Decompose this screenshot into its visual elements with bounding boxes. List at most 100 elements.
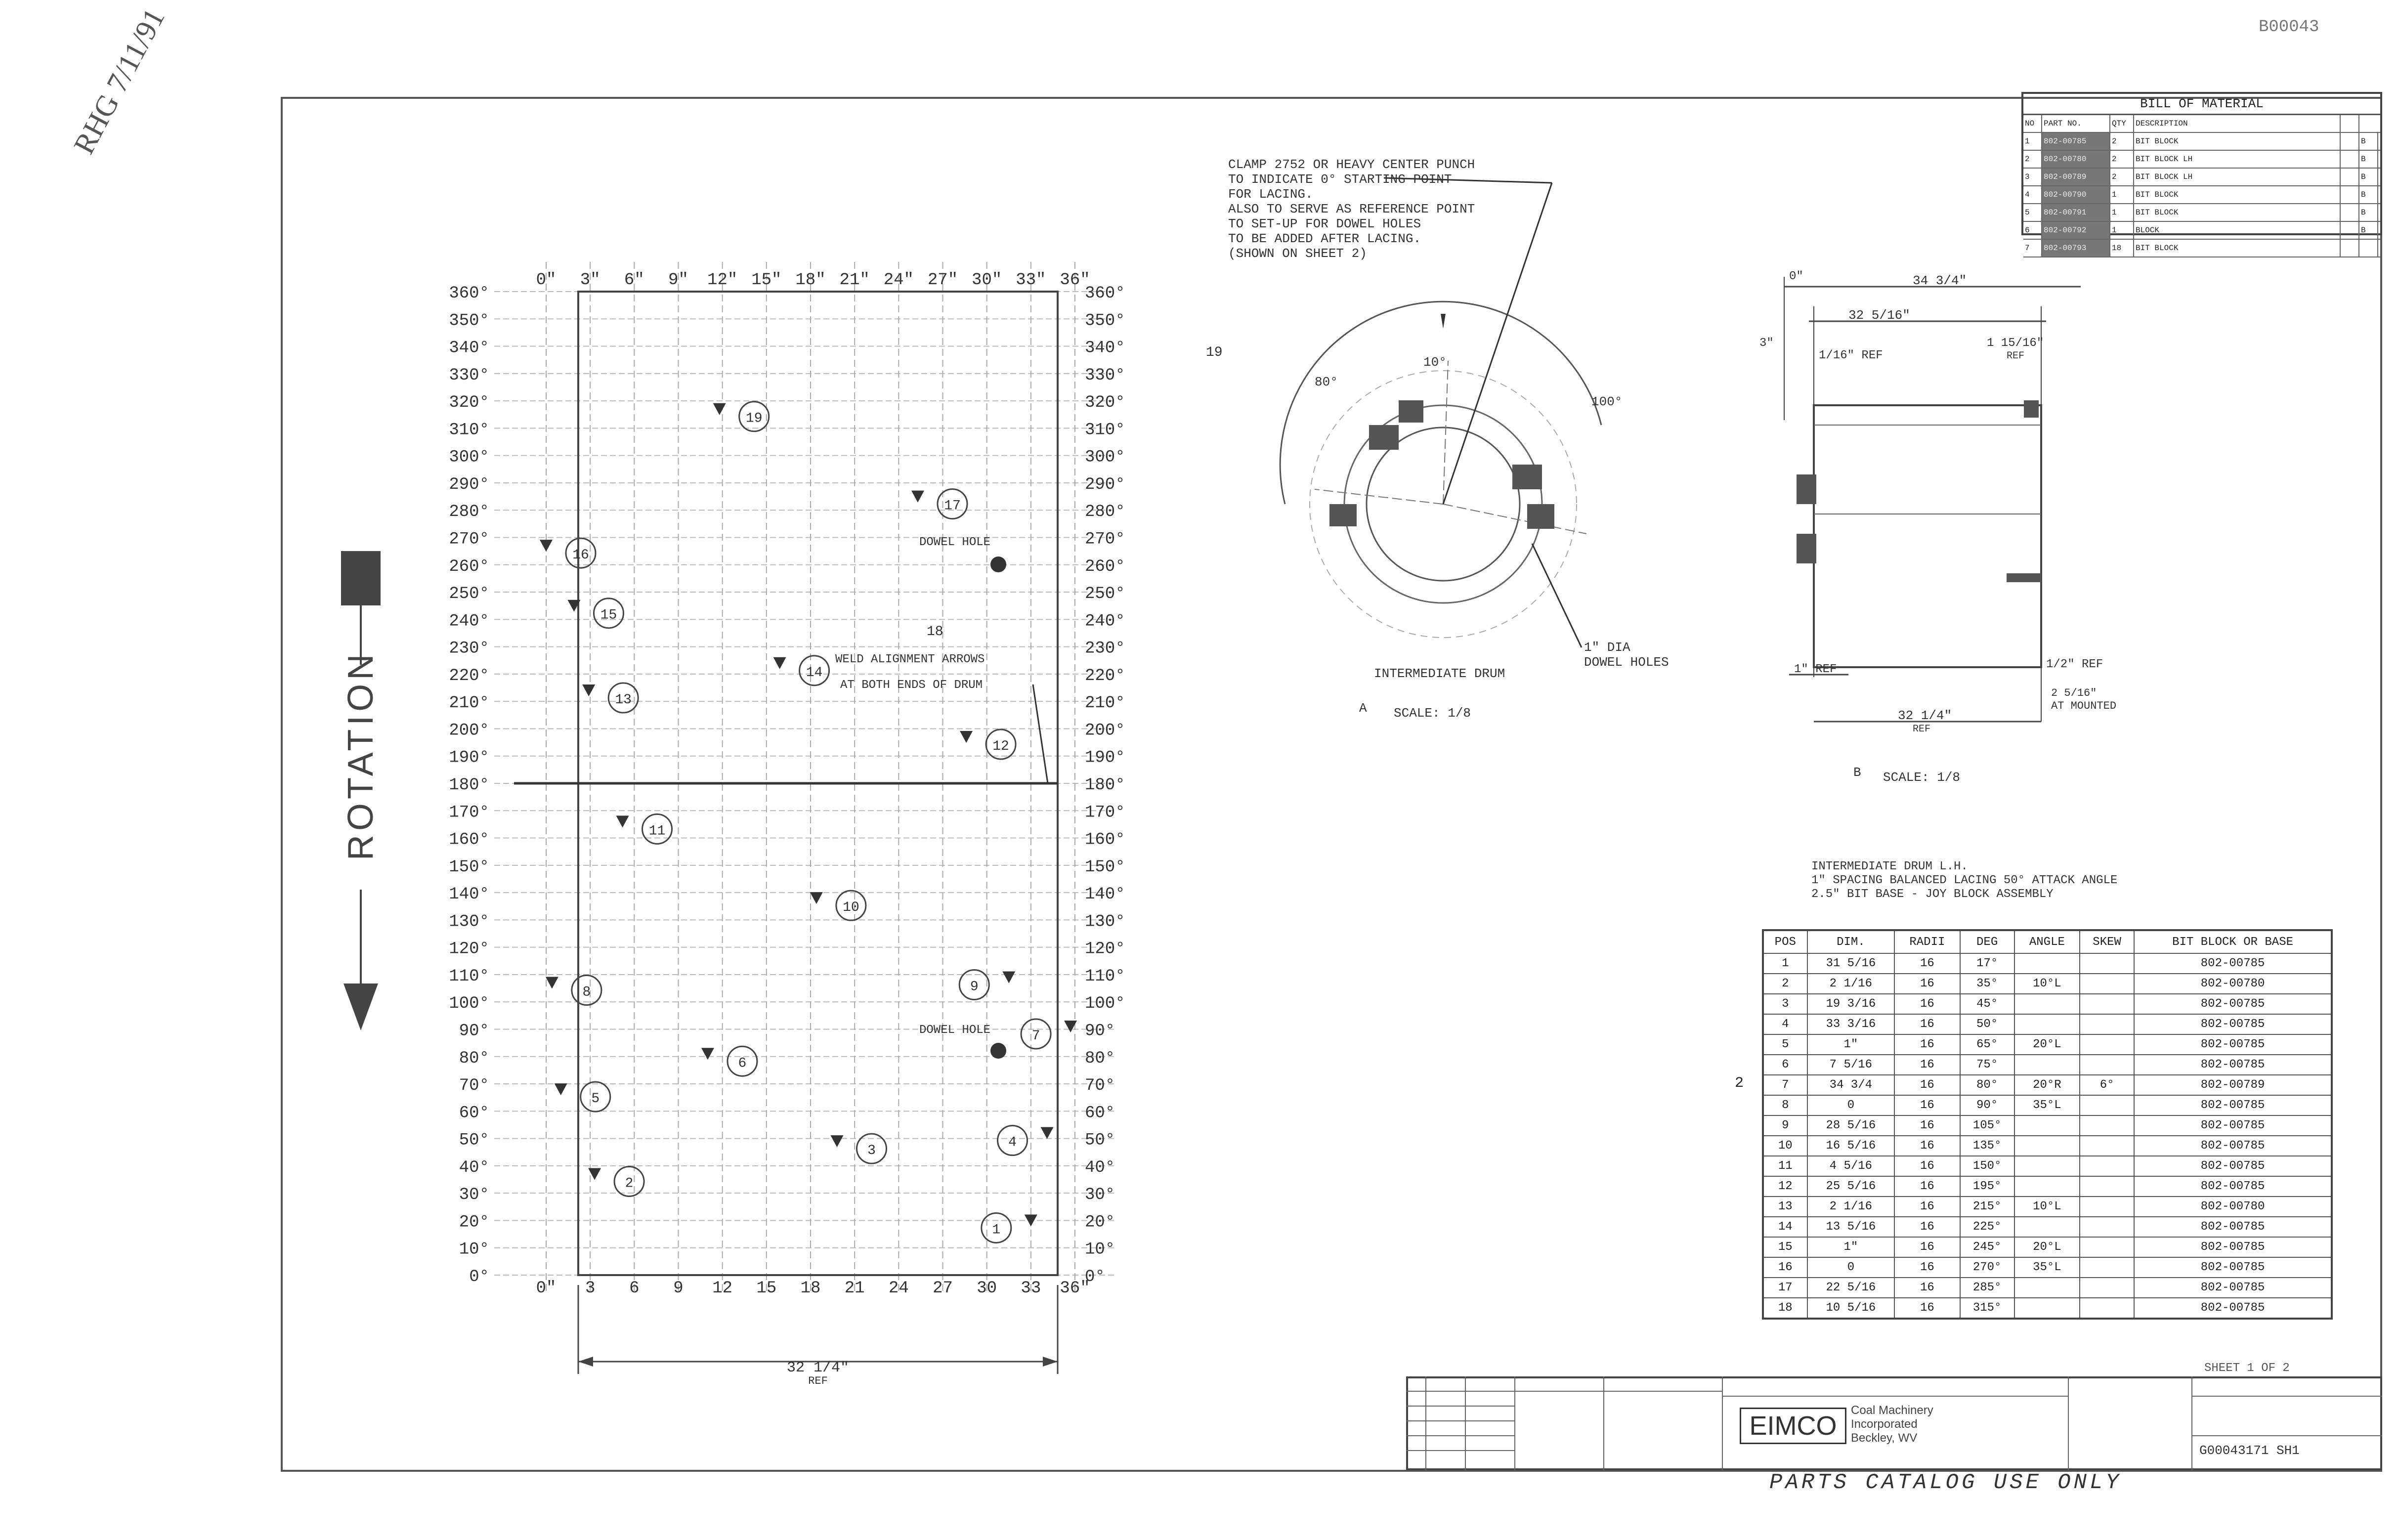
rotation-label: ROTATION [341, 650, 381, 860]
bit-number: 6 [738, 1056, 747, 1071]
angle-label-right: 290° [1085, 475, 1125, 494]
view-ref: A [1359, 701, 1367, 716]
dim-3-sub: REF [2007, 350, 2024, 362]
table-cell [2079, 1014, 2135, 1035]
table-cell: 10 [1762, 1135, 1808, 1156]
view-scale: SCALE: 1/8 [1394, 706, 1471, 721]
table-cell: 34 3/4 [1806, 1074, 1895, 1096]
bit-marker [713, 403, 726, 415]
angle-label-right: 80° [1085, 1049, 1115, 1068]
bit-number: 14 [806, 665, 823, 681]
angle-label-right: 50° [1085, 1131, 1115, 1150]
bom-cell: 4 [2023, 186, 2042, 203]
bom-cell: 3 [2023, 169, 2042, 185]
table-cell: 0 [1806, 1257, 1895, 1278]
dim-6: 32 1/4" [1898, 708, 1952, 723]
table-cell: 12 [1762, 1176, 1808, 1197]
bit-marker [540, 540, 553, 552]
angle-label-left: 30° [459, 1186, 489, 1204]
table-cell: 315° [1959, 1297, 2015, 1319]
table-cell: 28 5/16 [1806, 1115, 1895, 1136]
table-cell: 150° [1959, 1155, 2015, 1177]
top-tick-label: 3" [580, 271, 600, 290]
table-cell: 2 1/16 [1806, 973, 1895, 994]
table-cell: 35° [1959, 973, 2015, 994]
table-cell: 17 [1762, 1277, 1808, 1298]
table-cell: 10 5/16 [1806, 1297, 1895, 1319]
bom-cell [2341, 240, 2359, 257]
alignment-note-2: AT BOTH ENDS OF DRUM [840, 679, 983, 692]
angle-label-right: 300° [1085, 448, 1125, 467]
bom-cell: BIT BLOCK [2134, 240, 2341, 257]
bit-number: 13 [615, 692, 632, 708]
angle-label-left: 40° [459, 1158, 489, 1177]
angle-label-left: 340° [449, 339, 489, 358]
hole-table-header: DIM. [1806, 930, 1895, 954]
table-cell: 33 3/16 [1806, 1014, 1895, 1035]
angle-label-right: 40° [1085, 1158, 1115, 1177]
table-cell: 802-00785 [2134, 953, 2332, 974]
angle-label-right: 0° [1085, 1268, 1105, 1286]
bom-cell: 1 [2110, 222, 2134, 239]
angle-label-right: 60° [1085, 1104, 1115, 1122]
table-cell: 802-00785 [2134, 1257, 2332, 1278]
table-cell: 0 [1806, 1095, 1895, 1116]
table-cell [2013, 1054, 2081, 1075]
bit-marker [911, 490, 924, 503]
table-cell: 16 [1894, 1074, 1961, 1096]
table-cell: 14 [1762, 1216, 1808, 1238]
top-tick-label: 27" [928, 271, 958, 290]
angle-label-right: 310° [1085, 421, 1125, 439]
table-cell: 802-00785 [2134, 1237, 2332, 1258]
sheet-number: SHEET 1 OF 2 [2204, 1362, 2290, 1375]
table-cell: 1" [1806, 1237, 1895, 1258]
bit-marker [1024, 1214, 1037, 1227]
angle-label-left: 150° [449, 858, 489, 877]
table-cell: 225° [1959, 1216, 2015, 1238]
table-cell: 245° [1959, 1237, 2015, 1258]
dim-5: 1/16" REF [1819, 349, 1883, 362]
dowel-hole-label-1: DOWEL HOLE [919, 536, 990, 549]
table-cell [2013, 1176, 2081, 1197]
hole-table-header: ANGLE [2013, 930, 2081, 954]
side-zero: 0" [1789, 270, 1803, 283]
top-tick-label: 21" [840, 271, 870, 290]
dowel-hole-label-2: DOWEL HOLE [919, 1024, 990, 1037]
table-cell [2079, 1034, 2135, 1055]
bit-number: 16 [572, 548, 589, 563]
table-cell: 270° [1959, 1257, 2015, 1278]
angle-label-right: 120° [1085, 940, 1125, 959]
bom-cell: BIT BLOCK [2134, 186, 2341, 203]
bom-cell [2341, 151, 2359, 168]
bit-balloon [727, 1045, 758, 1077]
table-cell: 802-00785 [2134, 1135, 2332, 1156]
angle-label-left: 190° [449, 749, 489, 768]
table-cell: 16 [1894, 1257, 1961, 1278]
dowel-hole-1 [990, 556, 1006, 572]
table-cell [2013, 1135, 2081, 1156]
bom-cell: B [2359, 204, 2378, 221]
table-cell: 16 [1894, 1297, 1961, 1319]
bit-marker [830, 1135, 844, 1148]
bom-cell: 802-00785 [2042, 133, 2110, 150]
bit-number: 19 [746, 411, 763, 427]
angle-label-left: 280° [449, 503, 489, 521]
hole-table-header: RADII [1894, 930, 1961, 954]
angle-label-left: 200° [449, 721, 489, 740]
table-cell: 802-00785 [2134, 1014, 2332, 1035]
bom-cell: B [2359, 222, 2378, 239]
angle-label-right: 170° [1085, 803, 1125, 822]
table-cell: 16 [1894, 1237, 1961, 1258]
angle-label-right: 350° [1085, 311, 1125, 330]
table-cell [2013, 1216, 2081, 1238]
intermediate-drum-view: 19 10° 100° 80° INTERMEDIATE DRUM A SCAL… [1206, 177, 1622, 721]
angle-label-left: 0° [469, 1268, 489, 1286]
